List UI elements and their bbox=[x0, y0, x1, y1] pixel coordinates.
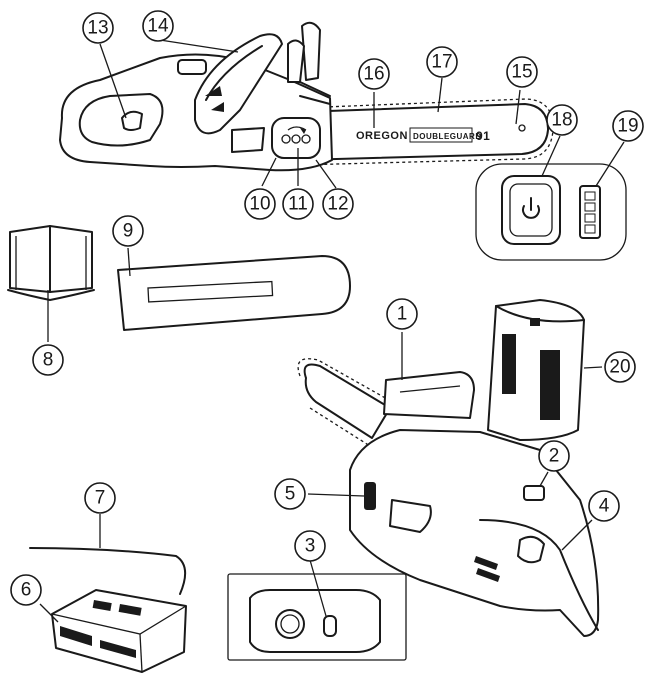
callout-3: 3 bbox=[294, 530, 326, 562]
callout-label: 10 bbox=[249, 194, 270, 215]
callout-17: 17 bbox=[426, 46, 458, 78]
callout-label: 19 bbox=[617, 116, 638, 137]
callout-9: 9 bbox=[112, 215, 144, 247]
bar-brand-text: OREGON bbox=[356, 130, 408, 142]
chainsaw-perspective-view bbox=[297, 299, 600, 637]
callout-4: 4 bbox=[588, 490, 620, 522]
lock-off-button bbox=[523, 485, 545, 501]
callout-label: 7 bbox=[95, 488, 106, 509]
callout-label: 4 bbox=[599, 496, 610, 517]
bar-cover bbox=[117, 255, 351, 331]
callout-label: 5 bbox=[285, 484, 296, 505]
callout-16: 16 bbox=[358, 58, 390, 90]
battery-pack bbox=[487, 299, 585, 441]
callout-label: 2 bbox=[549, 446, 560, 467]
callout-18: 18 bbox=[546, 104, 578, 136]
callout-12: 12 bbox=[322, 188, 354, 220]
callout-label: 1 bbox=[397, 304, 408, 325]
callout-15: 15 bbox=[506, 56, 538, 88]
tension-knob bbox=[364, 482, 376, 510]
callout-label: 14 bbox=[147, 16, 169, 37]
callout-7: 7 bbox=[84, 482, 116, 514]
callout-label: 18 bbox=[551, 110, 572, 131]
callout-label: 3 bbox=[305, 536, 316, 557]
trigger-3d bbox=[517, 535, 545, 564]
callout-5: 5 bbox=[274, 478, 306, 510]
callout-label: 8 bbox=[43, 350, 54, 371]
callout-label: 12 bbox=[327, 194, 348, 215]
control-inset-3 bbox=[227, 573, 407, 661]
callout-10: 10 bbox=[244, 188, 276, 220]
guide-bar: OREGON DOUBLEGUARD 91 bbox=[299, 98, 554, 166]
callout-label: 13 bbox=[87, 18, 108, 39]
callout-label: 15 bbox=[511, 62, 532, 83]
chainsaw-side-view: OREGON DOUBLEGUARD 91 bbox=[59, 21, 554, 172]
callout-6: 6 bbox=[10, 574, 42, 606]
control-panel-inset bbox=[475, 163, 627, 261]
front-handle-3d bbox=[383, 371, 475, 419]
battery-gauge-icon bbox=[579, 185, 601, 239]
callout-11: 11 bbox=[282, 188, 314, 220]
callout-8: 8 bbox=[32, 344, 64, 376]
callout-label: 11 bbox=[288, 194, 308, 215]
vent-grille bbox=[474, 556, 500, 582]
callout-1: 1 bbox=[386, 298, 418, 330]
callout-label: 16 bbox=[363, 64, 384, 85]
manual-icon bbox=[7, 225, 95, 301]
bar-number-text: 91 bbox=[476, 129, 490, 143]
callout-19: 19 bbox=[612, 110, 644, 142]
callout-label: 17 bbox=[431, 52, 452, 73]
chain-tension-cover bbox=[271, 117, 321, 159]
leader-lines bbox=[39, 39, 625, 623]
callout-label: 6 bbox=[21, 580, 32, 601]
callout-13: 13 bbox=[82, 12, 114, 44]
callout-label: 20 bbox=[609, 357, 630, 378]
trigger bbox=[121, 110, 143, 131]
bar-model-text: DOUBLEGUARD bbox=[413, 132, 482, 141]
callout-20: 20 bbox=[604, 351, 636, 383]
callout-2: 2 bbox=[538, 440, 570, 472]
charger bbox=[29, 547, 187, 673]
callout-14: 14 bbox=[142, 10, 174, 42]
power-icon bbox=[522, 197, 540, 219]
chain-tension-icon bbox=[281, 126, 311, 144]
callout-label: 9 bbox=[123, 221, 134, 242]
